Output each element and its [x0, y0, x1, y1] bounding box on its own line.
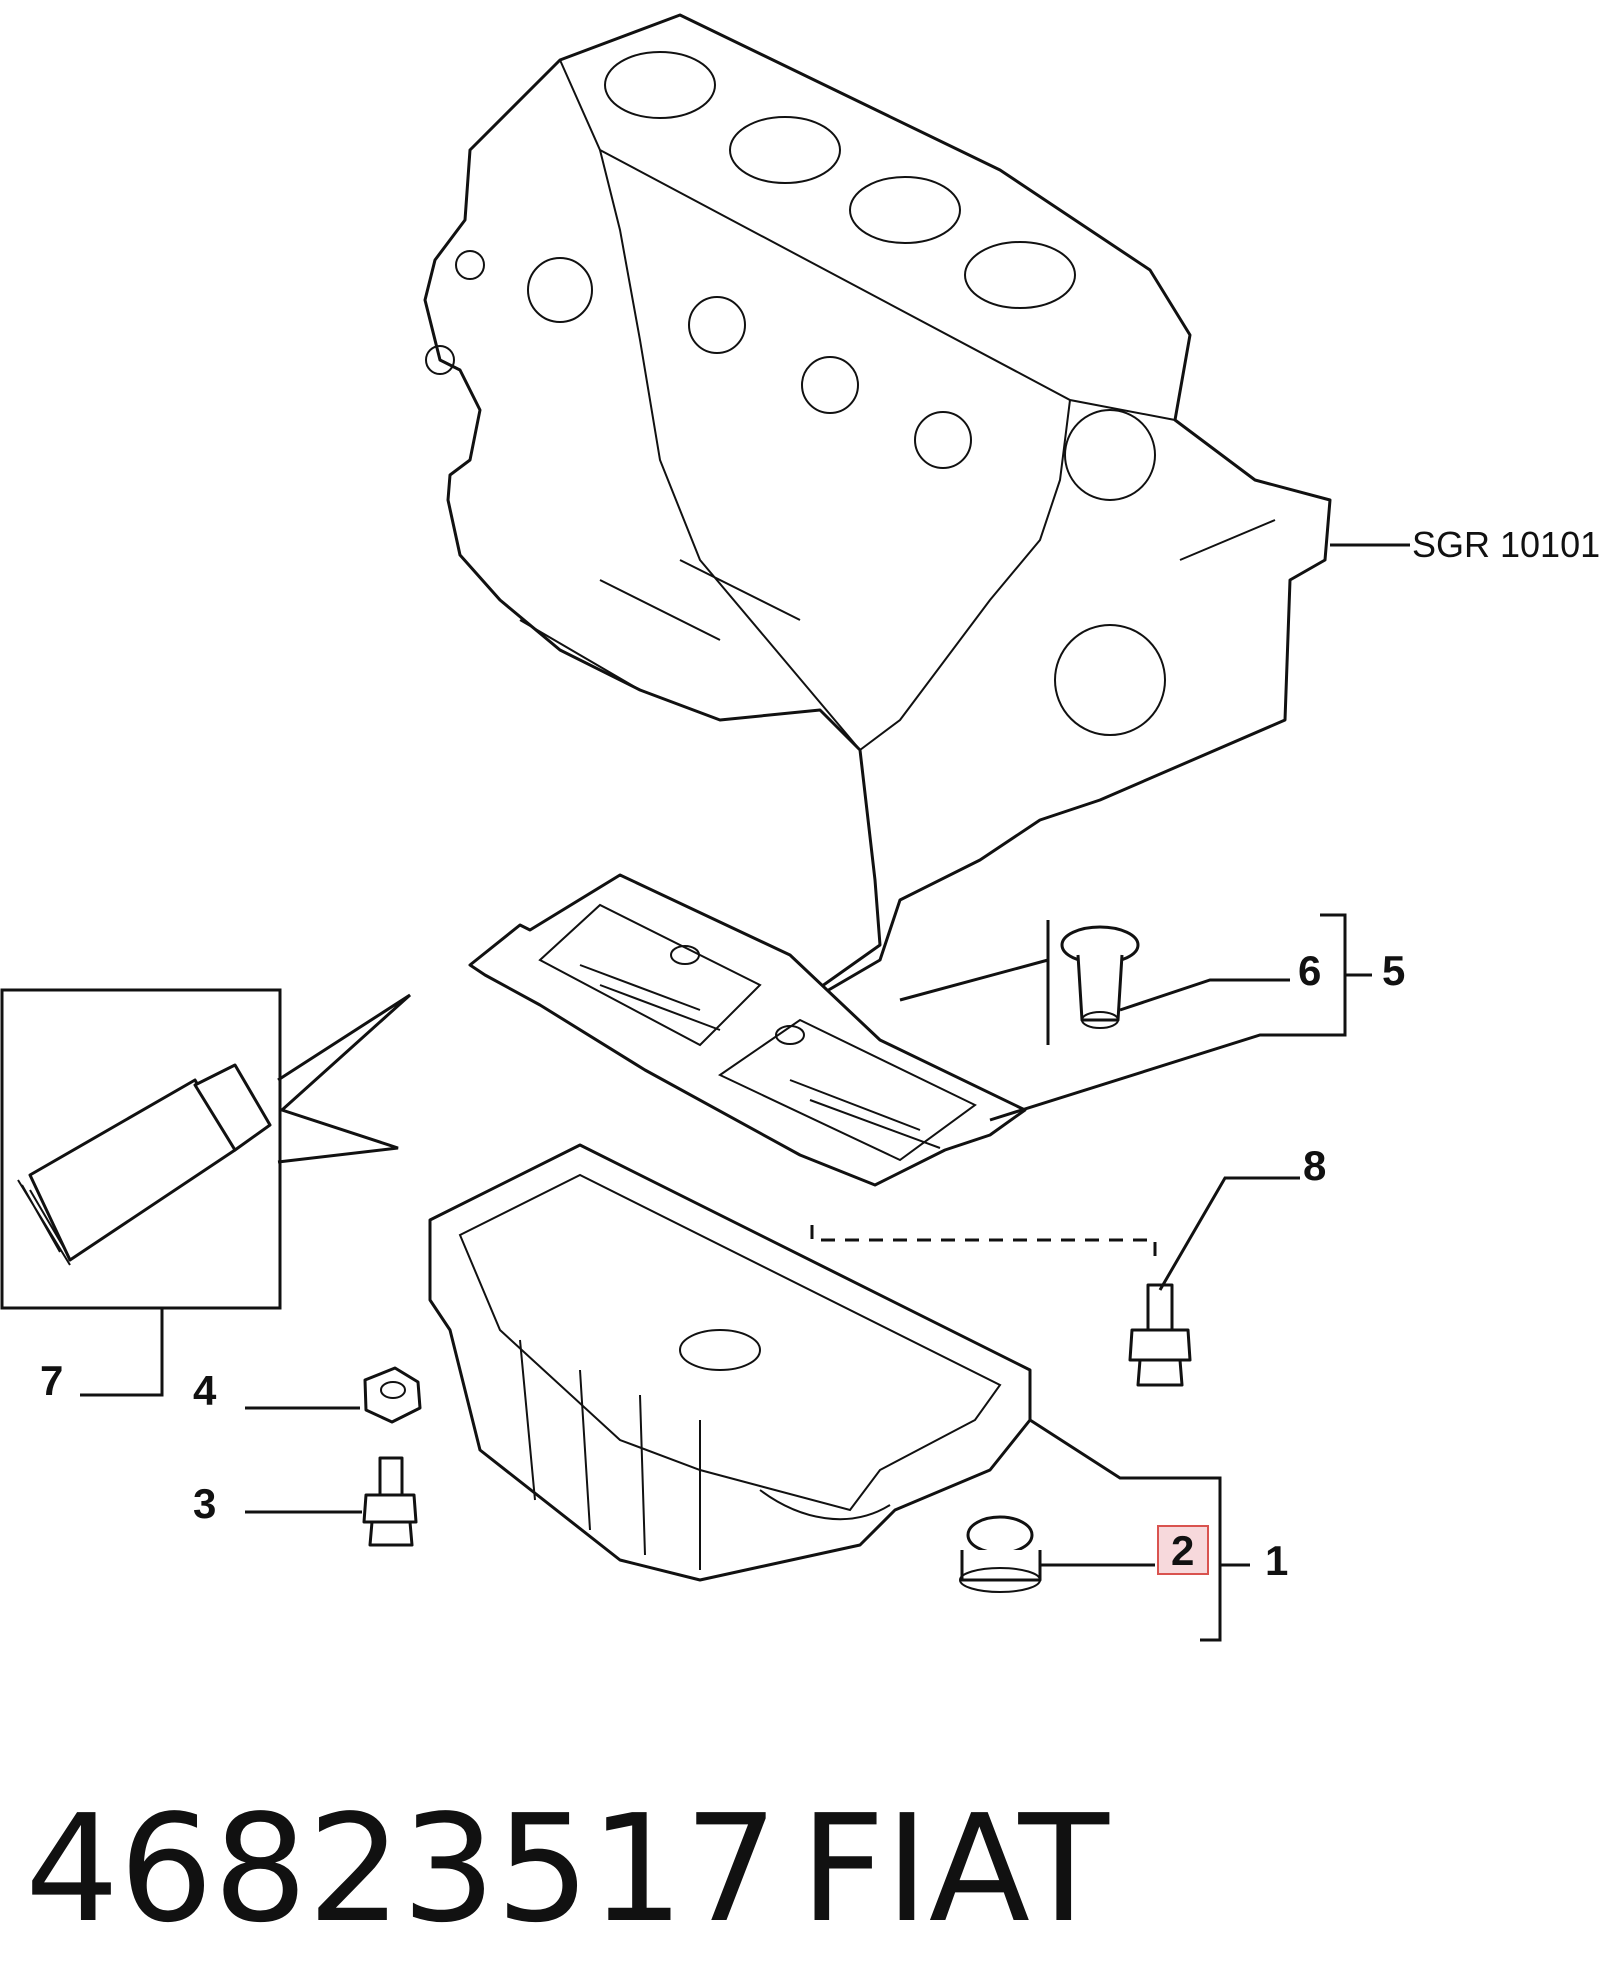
- drain-plug: [959, 1515, 1042, 1593]
- brand-name: FIAT: [800, 1783, 1110, 1955]
- gasket-leader-to-5: [989, 913, 1347, 1122]
- sealant-leader-to-7: [80, 1308, 164, 1397]
- stud-dashed-guide: [810, 1225, 1157, 1260]
- stud-leader-to-8: [1158, 1176, 1300, 1291]
- stud-bolt: [1128, 1283, 1192, 1387]
- plug-leader-to-6: [1119, 978, 1290, 1012]
- oil-pan-leader-to-1: [1029, 1418, 1222, 1642]
- sealant-box: [0, 988, 282, 1310]
- nut: [363, 1366, 422, 1424]
- callout-8: 8: [1303, 1142, 1326, 1189]
- plug-bracket-6: [899, 920, 1050, 1045]
- oil-pan-gasket: [468, 873, 1027, 1187]
- engine-block: [423, 13, 1332, 1032]
- callout-3: 3: [193, 1480, 216, 1527]
- callout-2-highlight: [1157, 1525, 1209, 1575]
- oil-pan: [428, 1143, 1032, 1582]
- callout-1: 1: [1265, 1537, 1288, 1584]
- bolt: [362, 1456, 418, 1547]
- callout-5: 5: [1382, 947, 1405, 994]
- assembly-ref-label: SGR 10101: [1412, 524, 1600, 565]
- callout-6: 6: [1298, 947, 1321, 994]
- part-number: 46823517: [25, 1783, 778, 1955]
- sealant-tube: [17, 1063, 272, 1266]
- callout-7: 7: [40, 1357, 63, 1404]
- breather-plug: [1060, 925, 1140, 1029]
- callout-4: 4: [193, 1367, 217, 1414]
- callout-2: 2: [1171, 1527, 1194, 1574]
